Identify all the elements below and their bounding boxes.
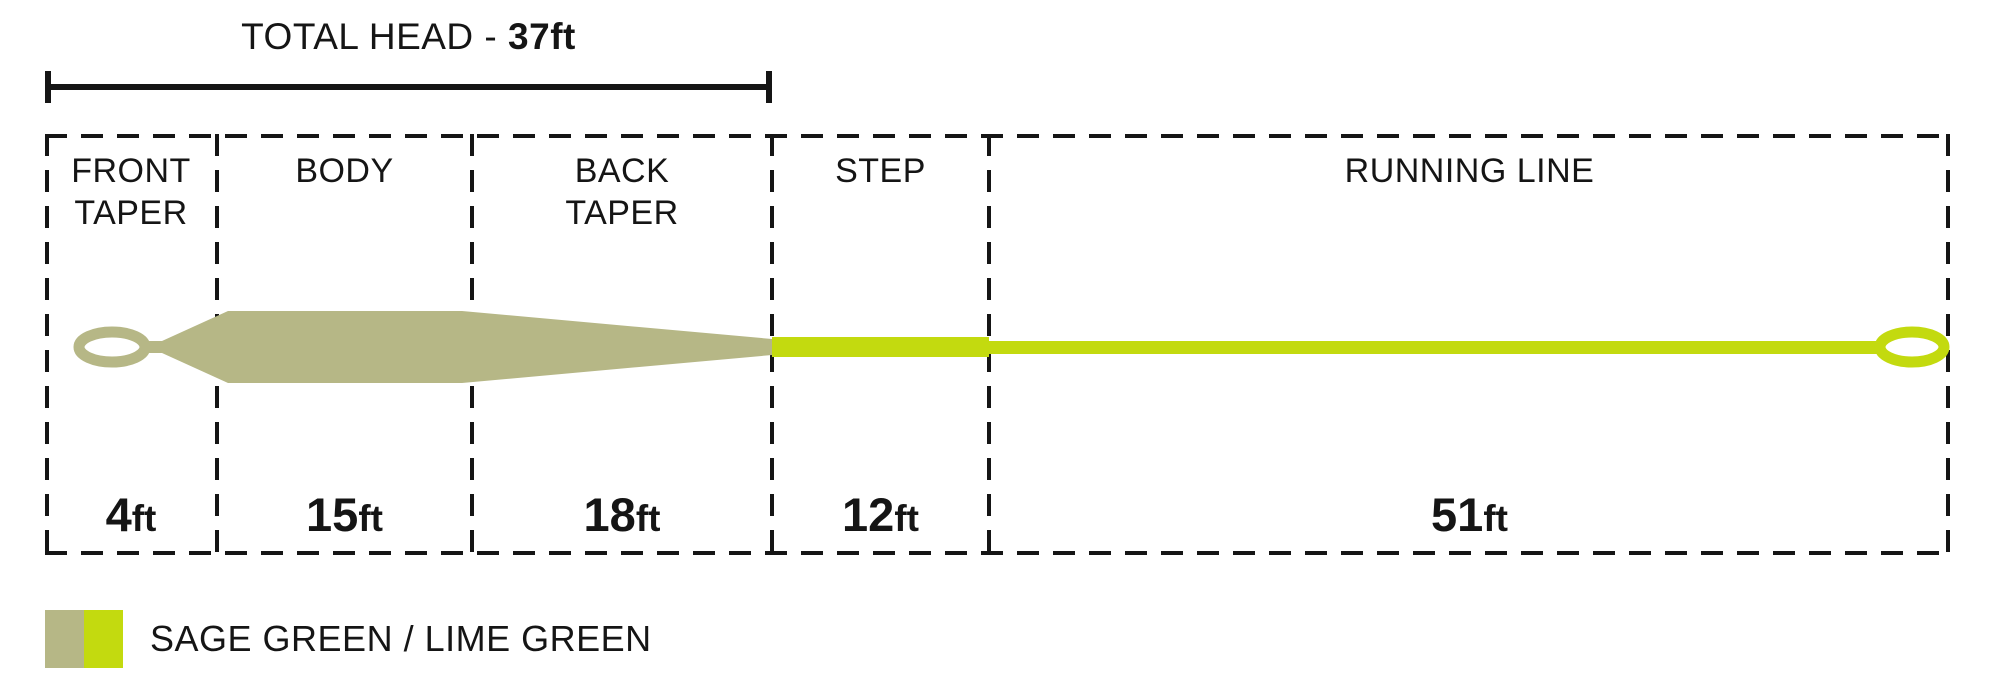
total-head-bracket: [45, 71, 772, 103]
bracket-left-tick: [45, 71, 51, 103]
measurement-unit: ft: [131, 498, 157, 539]
measurement-value: 4: [105, 488, 132, 541]
running-line-segment: [989, 341, 1884, 354]
measurement-unit: ft: [358, 498, 383, 539]
measurement-front-taper: 4ft: [45, 486, 217, 544]
measurement-step: 12ft: [772, 486, 989, 544]
section-label-back-taper: BACK TAPER: [565, 152, 679, 232]
section-label-body: BODY: [295, 152, 394, 190]
step-segment: [772, 337, 989, 357]
rear-loop-icon: [1874, 326, 1950, 368]
box-bottom-edge: [45, 551, 1950, 555]
head-taper-shape: [145, 311, 772, 383]
measurement-body: 15ft: [217, 486, 472, 544]
measurement-value: 51: [1431, 488, 1484, 541]
legend-label: SAGE GREEN / LIME GREEN: [150, 618, 652, 659]
total-head-title: TOTAL HEAD - 37ft: [45, 16, 772, 62]
legend-swatch-sage-green: [45, 610, 84, 668]
measurement-unit: ft: [894, 498, 919, 539]
measurement-value: 12: [842, 488, 895, 541]
section-label-step: STEP: [835, 152, 926, 190]
legend-swatch-lime-green: [84, 610, 123, 668]
box-left-edge: [45, 134, 49, 555]
measurement-running-line: 51ft: [989, 486, 1950, 544]
legend-color-swatches: [45, 610, 123, 668]
measurement-value: 18: [583, 488, 636, 541]
front-loop-icon: [73, 326, 151, 368]
box-top-edge: [45, 134, 1950, 138]
measurement-value: 15: [306, 488, 359, 541]
total-head-title-value: 37ft: [508, 16, 576, 57]
total-head-title-text: TOTAL HEAD -: [241, 16, 509, 57]
measurement-back-taper: 18ft: [472, 486, 772, 544]
bracket-right-tick: [766, 71, 772, 103]
section-label-front-taper: FRONT TAPER: [71, 152, 191, 232]
section-label-running-line: RUNNING LINE: [1344, 152, 1595, 190]
measurement-unit: ft: [1483, 498, 1508, 539]
measurement-unit: ft: [635, 498, 661, 539]
